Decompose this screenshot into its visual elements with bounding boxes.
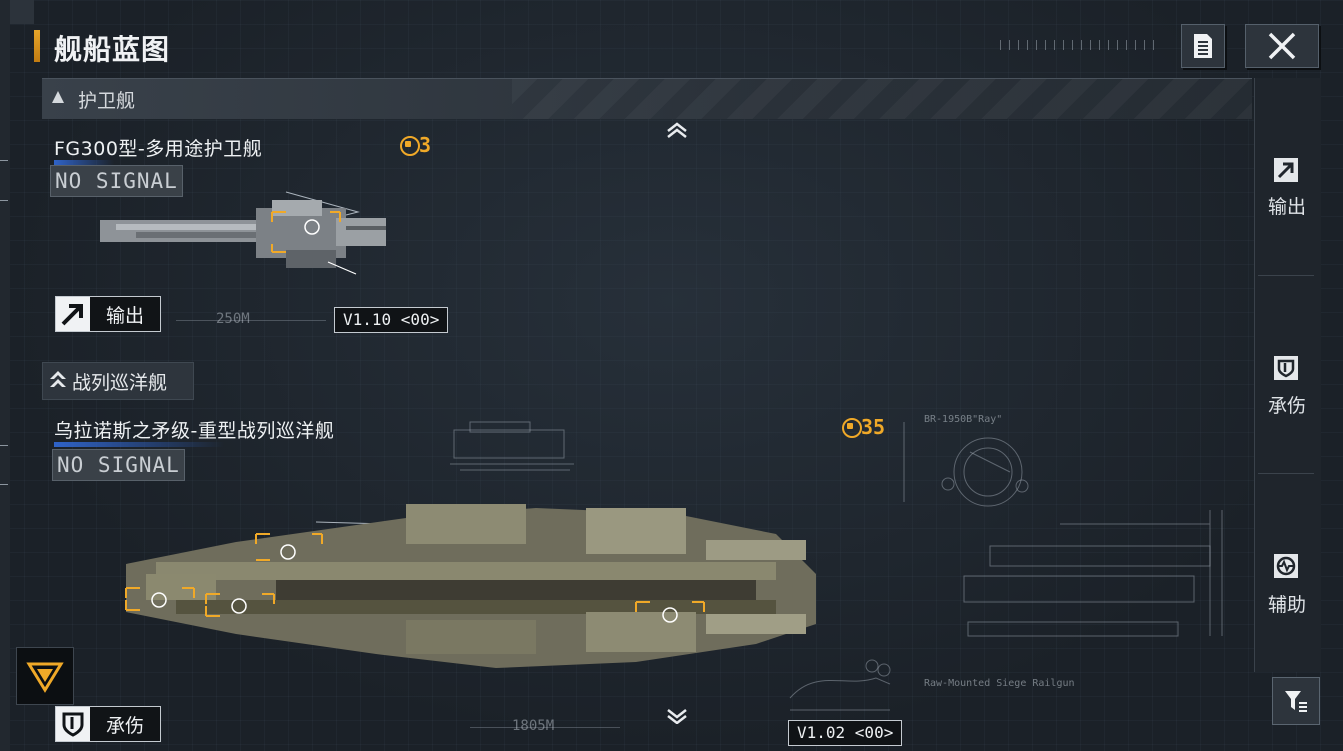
panel-divider — [1258, 275, 1314, 276]
role-label: 输出 — [106, 304, 145, 327]
scale-line — [470, 727, 620, 728]
ship-name[interactable]: FG300型-多用途护卫舰 — [54, 134, 262, 165]
page-title: 舰船蓝图 — [54, 33, 171, 66]
shield-icon — [56, 707, 90, 741]
scale-text: 250M — [216, 311, 250, 327]
left-edge-strip — [0, 0, 10, 751]
subcategory-label: 战列巡洋舰 — [72, 372, 168, 394]
emblem-icon — [26, 662, 64, 693]
version-tag: V1.02 <00> — [788, 720, 903, 746]
edge-tick — [0, 484, 8, 485]
category-label: 护卫舰 — [78, 90, 136, 112]
collapse-triangle-icon — [52, 91, 64, 103]
role-badge: 承伤 — [55, 706, 162, 742]
arrow-up-right-icon[interactable] — [1273, 157, 1299, 183]
ship-cost: 35 — [861, 415, 886, 439]
fleet-emblem-button[interactable] — [16, 647, 74, 705]
category-bar[interactable] — [42, 78, 1252, 119]
scroll-up-chevron-icon[interactable] — [666, 122, 688, 138]
corner-marker — [10, 0, 34, 24]
filter-icon — [1285, 691, 1307, 712]
role-label: 承伤 — [106, 714, 145, 737]
subcategory-header[interactable] — [42, 362, 194, 400]
scroll-down-chevron-icon[interactable] — [666, 708, 688, 724]
decorative-ticks — [1000, 40, 1160, 50]
edge-tick — [0, 445, 8, 446]
support-icon[interactable] — [1273, 553, 1299, 579]
cost-icon — [842, 418, 862, 438]
close-icon — [1268, 32, 1296, 60]
shield-icon[interactable] — [1273, 355, 1299, 381]
blueprint-drawing — [963, 510, 1223, 637]
filter-output[interactable]: 输出 — [1268, 196, 1307, 218]
edge-tick — [0, 160, 8, 161]
panel-divider — [1258, 473, 1314, 474]
arrow-up-right-icon — [56, 297, 90, 331]
filter-support[interactable]: 辅助 — [1268, 594, 1307, 616]
filter-tank[interactable]: 承伤 — [1268, 395, 1307, 417]
blueprint-drawing — [450, 421, 574, 471]
blueprint-code-text: BR-1950B"Ray" — [924, 414, 1003, 425]
ship-cost: 3 — [419, 133, 432, 157]
scale-line — [176, 320, 326, 321]
blueprint-drawing — [903, 422, 1029, 507]
version-tag: V1.10 <00> — [334, 307, 449, 333]
chevron-rank-icon — [50, 371, 66, 387]
battlecruiser-ship-image[interactable] — [116, 494, 826, 690]
no-signal-badge: NO SIGNAL — [52, 449, 185, 481]
edge-tick — [0, 200, 8, 201]
document-icon — [1194, 34, 1212, 58]
role-badge: 输出 — [55, 296, 162, 332]
cost-icon — [400, 136, 420, 156]
no-signal-badge: NO SIGNAL — [50, 165, 183, 197]
ship-name[interactable]: 乌拉诺斯之矛级-重型战列巡洋舰 — [54, 416, 334, 447]
blueprint-weapon-text: Raw-Mounted Siege Railgun — [924, 678, 1075, 689]
blueprint-drawing — [789, 659, 891, 711]
close-button[interactable] — [1245, 24, 1319, 68]
frigate-ship-image[interactable] — [96, 190, 392, 280]
document-button[interactable] — [1181, 24, 1225, 68]
title-accent-bar — [34, 30, 40, 62]
scale-text: 1805M — [512, 718, 555, 734]
filter-button[interactable] — [1272, 677, 1320, 725]
